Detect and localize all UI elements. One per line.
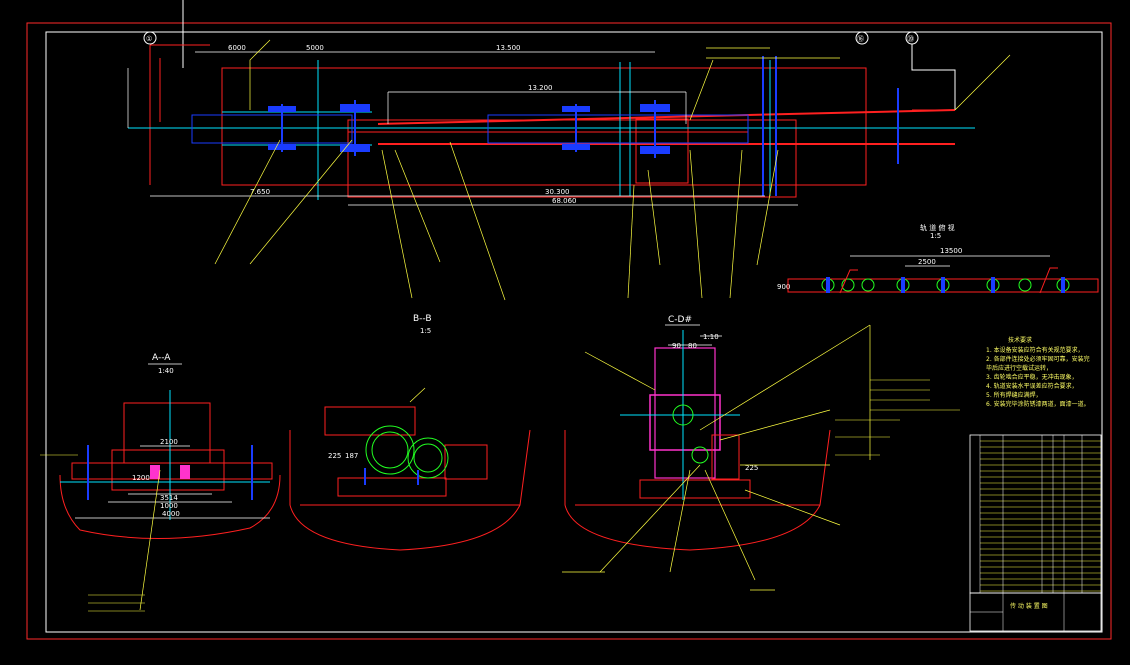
section-c-leaders xyxy=(562,324,871,591)
section-c-dim-1: 90 xyxy=(672,342,681,350)
section-c-housing xyxy=(649,394,721,451)
section-c-support xyxy=(711,434,740,480)
notes-line-5: 4. 轨道安装水平误差应符合要求， xyxy=(986,382,1078,390)
sheet-border xyxy=(26,22,1112,640)
grid-marker-20-label: ⑳ xyxy=(907,35,914,43)
parts-list xyxy=(969,434,1102,594)
section-c-dim-4: 225 xyxy=(745,464,758,472)
section-a-dim-3: 3514 xyxy=(160,494,178,502)
drive-housing xyxy=(635,118,689,184)
section-b-scale: 1:5 xyxy=(420,327,431,335)
grid-marker-16 xyxy=(855,31,869,45)
plan-dim-top-1: 6000 xyxy=(228,44,246,52)
notes-line-7: 6. 安装完毕涂防锈漆两道，面漆一道。 xyxy=(986,400,1090,408)
plan-dim-bottom-2: 30.300 xyxy=(545,188,570,196)
rail-detail-dim-2: 2500 xyxy=(918,258,936,266)
rail-hooks xyxy=(839,267,1058,294)
section-a-leader xyxy=(139,469,161,611)
section-b-motor xyxy=(444,444,488,480)
track-rail-upper xyxy=(377,109,956,125)
plan-dim-top-3: 13.500 xyxy=(496,44,521,52)
plan-dim-inner: 13.200 xyxy=(528,84,553,92)
drawing-frame xyxy=(45,31,1103,633)
section-a-pit xyxy=(59,474,281,539)
parts-list-frame xyxy=(969,434,1102,594)
section-a-scale: 1:40 xyxy=(158,367,174,375)
plan-right-bracket xyxy=(911,44,956,110)
section-b: B--B 1:5 225 187 xyxy=(289,314,531,551)
rail-rollers xyxy=(821,278,1070,292)
grid-marker-1 xyxy=(143,31,157,45)
section-c-title: C-D# xyxy=(668,315,692,325)
grid-marker-1-label: ① xyxy=(146,35,152,43)
plan-dim-bottom-1: 7.650 xyxy=(250,188,270,196)
grid-marker-16-label: ⑯ xyxy=(857,35,864,43)
notes-line-1: 1. 本设备安装应符合有关规范要求， xyxy=(986,346,1084,354)
section-c-callouts xyxy=(835,379,960,456)
parts-list-columns xyxy=(979,435,1083,593)
notes-line-6: 5. 所有焊缝应满焊， xyxy=(986,391,1042,399)
rail-roller-centers xyxy=(826,277,1065,293)
section-a-note-block xyxy=(40,454,145,612)
grid-marker-20 xyxy=(905,31,919,45)
section-b-pit xyxy=(289,429,531,551)
section-b-base xyxy=(337,477,447,497)
parts-list-rows xyxy=(980,440,1101,592)
section-b-leader xyxy=(409,387,426,403)
section-a-dim-4: 1000 xyxy=(160,502,178,510)
section-c: C-D# 90 80 1:10 225 xyxy=(562,315,960,591)
section-c-dim-3: 1:10 xyxy=(703,333,719,341)
notes-line-4: 3. 齿轮啮合应平稳，无冲击现象， xyxy=(986,373,1078,381)
plan-dim-top-2: 5000 xyxy=(306,44,324,52)
section-a-dim-1: 2100 xyxy=(160,438,178,446)
coupling-block xyxy=(487,114,749,144)
notes-title: 技术要求 xyxy=(1008,336,1032,344)
section-a-wheels xyxy=(150,465,190,479)
section-b-dim-1: 225 xyxy=(328,452,341,460)
title-block: 传 动 装 置 图 xyxy=(969,592,1102,632)
notes-line-3: 毕后应进行空载试运转， xyxy=(986,364,1052,372)
rail-detail-dim-3: 900 xyxy=(777,283,790,291)
section-a-body xyxy=(111,449,225,491)
title-block-name: 传 动 装 置 图 xyxy=(1010,602,1048,610)
section-b-shaft xyxy=(364,468,419,485)
section-a-title: A--A xyxy=(152,353,171,363)
section-c-dims xyxy=(668,335,722,346)
rail-detail-scale: 1:5 xyxy=(930,232,941,240)
section-c-base xyxy=(639,479,751,499)
plan-view: 6000 5000 13.500 13.200 7.650 30.300 68.… xyxy=(127,31,1011,301)
section-b-gears xyxy=(365,425,449,479)
section-a-frame xyxy=(123,402,211,464)
plan-dim-bottom-3: 68.060 xyxy=(552,197,577,205)
section-b-title: B--B xyxy=(413,314,432,324)
plan-dimensions xyxy=(127,51,798,206)
section-b-frame xyxy=(324,406,416,436)
section-a-posts xyxy=(87,445,253,500)
technical-notes: 技术要求 1. 本设备安装应符合有关规范要求， 2. 各部件连接处必须牢固可靠，… xyxy=(986,336,1090,408)
motor-block xyxy=(191,114,353,144)
section-a: A--A 1:40 2100 1200 3514 1000 4000 xyxy=(40,353,281,612)
rail-detail: 轨 道 俯 视 1:5 13500 2500 900 xyxy=(777,223,1099,294)
section-a-base xyxy=(71,462,273,480)
plan-leaders xyxy=(214,39,1011,301)
section-a-dim-5: 4000 xyxy=(162,510,180,518)
section-a-dim-2: 1200 xyxy=(132,474,150,482)
section-c-gears xyxy=(672,404,709,464)
section-b-dim-2: 187 xyxy=(345,452,358,460)
rail-detail-dim-1: 13500 xyxy=(940,247,962,255)
notes-line-2: 2. 各部件连接处必须牢固可靠，安装完 xyxy=(986,355,1090,363)
rail-detail-title: 轨 道 俯 视 xyxy=(920,223,955,232)
plan-left-bracket xyxy=(149,44,210,185)
section-c-pit xyxy=(564,429,831,551)
section-c-dim-2: 80 xyxy=(688,342,697,350)
plan-outline xyxy=(221,67,867,186)
section-a-dims xyxy=(75,445,270,519)
section-c-column xyxy=(654,347,716,479)
